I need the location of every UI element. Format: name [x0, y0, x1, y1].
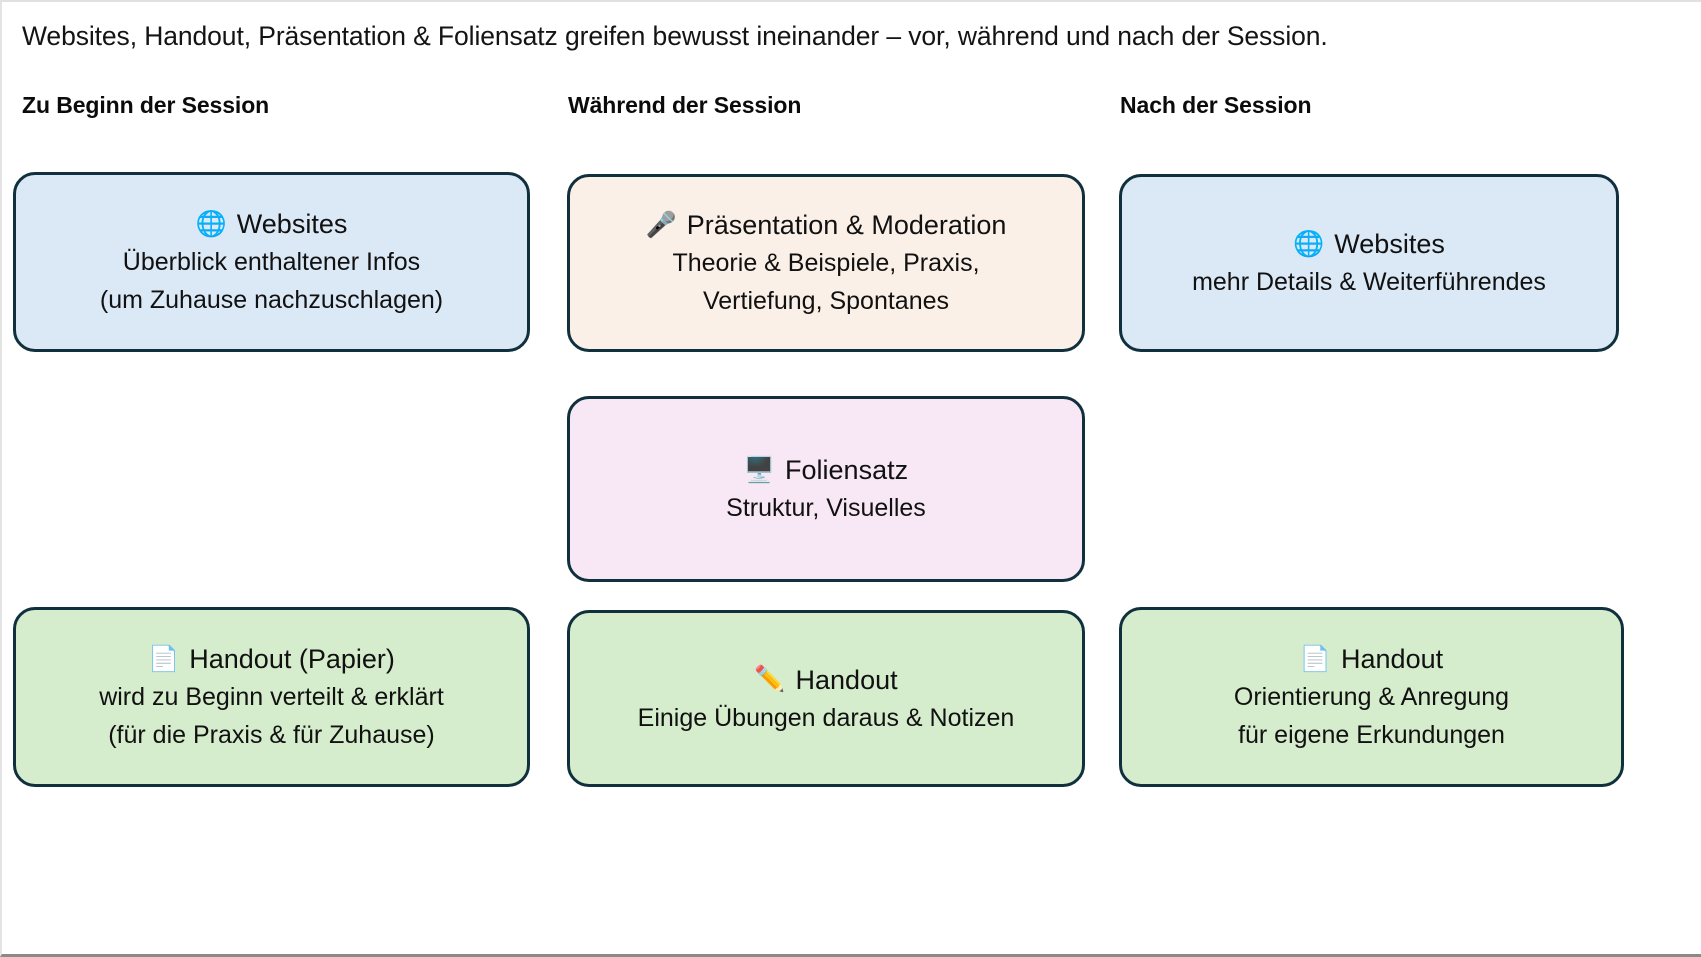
- card-websites-after[interactable]: 🌐 Websites mehr Details & Weiterführende…: [1119, 174, 1619, 352]
- card-body-text: wird zu Beginn verteilt & erklärt (für d…: [99, 683, 444, 749]
- card-title-text: Websites: [1334, 229, 1445, 259]
- card-foliensatz[interactable]: 🖥️ Foliensatz Struktur, Visuelles: [567, 396, 1085, 582]
- page-document-icon: 📄: [1299, 644, 1332, 673]
- globe-icon: 🌐: [195, 209, 227, 238]
- card-title-text: Foliensatz: [785, 455, 909, 485]
- card-handout-during[interactable]: ✏️ Handout Einige Übungen daraus & Notiz…: [567, 610, 1085, 787]
- column-heading-after-session: Nach der Session: [1120, 92, 1312, 118]
- card-title-text: Präsentation & Moderation: [686, 210, 1007, 240]
- card-body-text: mehr Details & Weiterführendes: [1192, 268, 1546, 296]
- desktop-computer-icon: 🖥️: [743, 455, 776, 484]
- card-body-text: Orientierung & Anregung für eigene Erkun…: [1233, 683, 1510, 749]
- card-praesentation-moderation[interactable]: 🎤 Präsentation & Moderation Theorie & Be…: [567, 174, 1085, 352]
- globe-icon: 🌐: [1293, 229, 1325, 258]
- card-body-text: Theorie & Beispiele, Praxis, Vertiefung,…: [672, 249, 980, 315]
- card-title-text: Websites: [236, 209, 348, 239]
- intro-text: Websites, Handout, Präsentation & Folien…: [22, 21, 1328, 51]
- card-websites-start[interactable]: 🌐 Websites Überblick enthaltener Infos (…: [13, 172, 530, 352]
- card-title-row: 🖥️ Foliensatz: [744, 451, 908, 489]
- card-title-text: Handout: [795, 664, 898, 695]
- card-body-text: Einige Übungen daraus & Notizen: [637, 703, 1015, 732]
- column-heading-before-session: Zu Beginn der Session: [22, 92, 270, 118]
- card-handout-paper[interactable]: 📄 Handout (Papier) wird zu Beginn vertei…: [13, 607, 530, 787]
- card-body-text: Struktur, Visuelles: [726, 494, 926, 522]
- page-document-icon: 📄: [148, 644, 180, 673]
- column-heading-during-session: Während der Session: [568, 92, 802, 118]
- card-title-row: 🎤 Präsentation & Moderation: [646, 206, 1007, 244]
- card-title-row: ✏️ Handout: [754, 661, 897, 699]
- card-title-row: 🌐 Websites: [1293, 225, 1445, 263]
- card-title-row: 🌐 Websites: [196, 205, 348, 243]
- pencil-icon: ✏️: [754, 665, 786, 693]
- card-body-text: Überblick enthaltener Infos (um Zuhause …: [99, 248, 444, 314]
- card-title-text: Handout (Papier): [189, 644, 395, 674]
- card-title-row: 📄 Handout: [1300, 640, 1443, 678]
- card-handout-after[interactable]: 📄 Handout Orientierung & Anregung für ei…: [1119, 607, 1624, 787]
- card-title-text: Handout: [1341, 644, 1444, 674]
- card-title-row: 📄 Handout (Papier): [148, 640, 395, 678]
- microphone-icon: 🎤: [645, 210, 677, 239]
